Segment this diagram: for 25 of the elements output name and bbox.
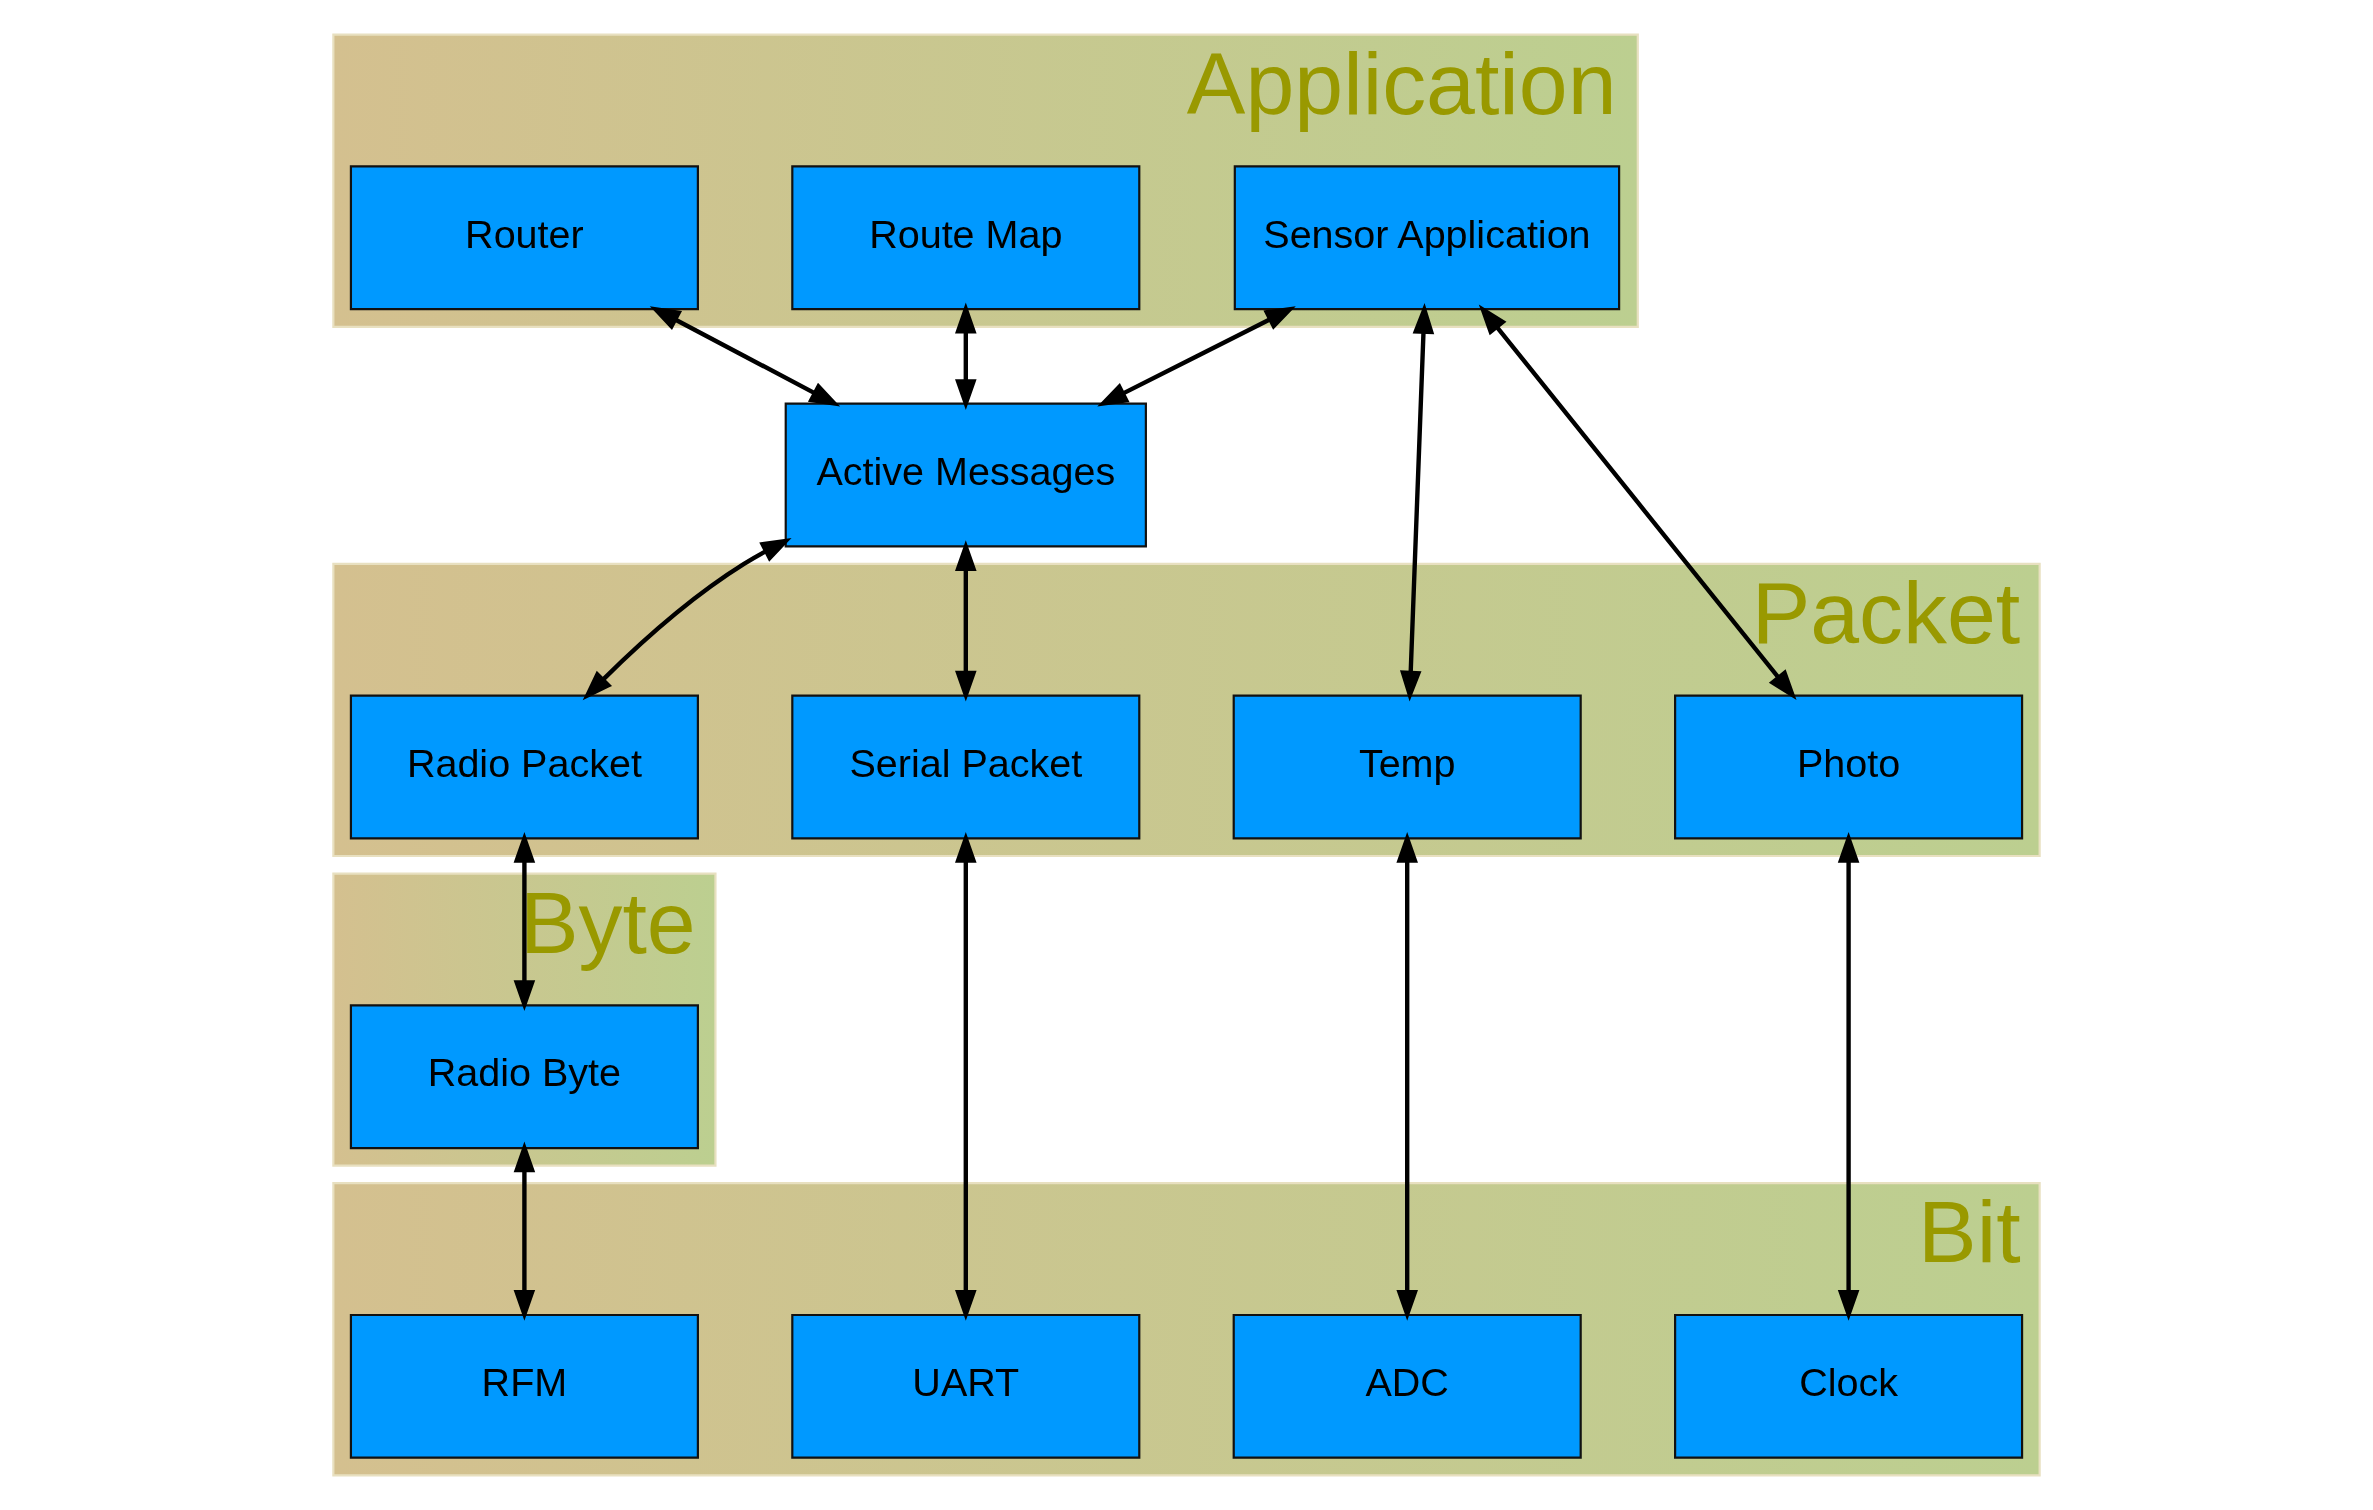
arrow xyxy=(955,302,977,411)
arrow xyxy=(582,537,792,701)
node-box: Temp xyxy=(1232,694,1582,840)
node-box: Route Map xyxy=(791,165,1141,311)
node-box: Clock xyxy=(1674,1313,2024,1459)
node-box: Sensor Application xyxy=(1233,165,1621,311)
arrow xyxy=(649,306,841,407)
node-box: Radio Packet xyxy=(349,694,699,840)
node-box: Serial Packet xyxy=(791,694,1141,840)
node-box: Active Messages xyxy=(784,402,1147,548)
node-box: UART xyxy=(791,1313,1141,1459)
node-box: Radio Byte xyxy=(349,1004,699,1150)
node-box: Router xyxy=(349,165,699,311)
arrow xyxy=(513,831,536,1012)
arrow xyxy=(1837,831,1860,1321)
node-box: RFM xyxy=(349,1313,699,1459)
arrow xyxy=(1097,306,1296,407)
arrow xyxy=(1396,831,1418,1321)
arrow xyxy=(513,1141,536,1321)
arrow xyxy=(955,831,977,1321)
node-box: ADC xyxy=(1232,1313,1582,1459)
node-box: Photo xyxy=(1674,694,2024,840)
arrow xyxy=(1399,303,1435,702)
arrow xyxy=(1478,304,1797,701)
arrow xyxy=(955,540,977,702)
